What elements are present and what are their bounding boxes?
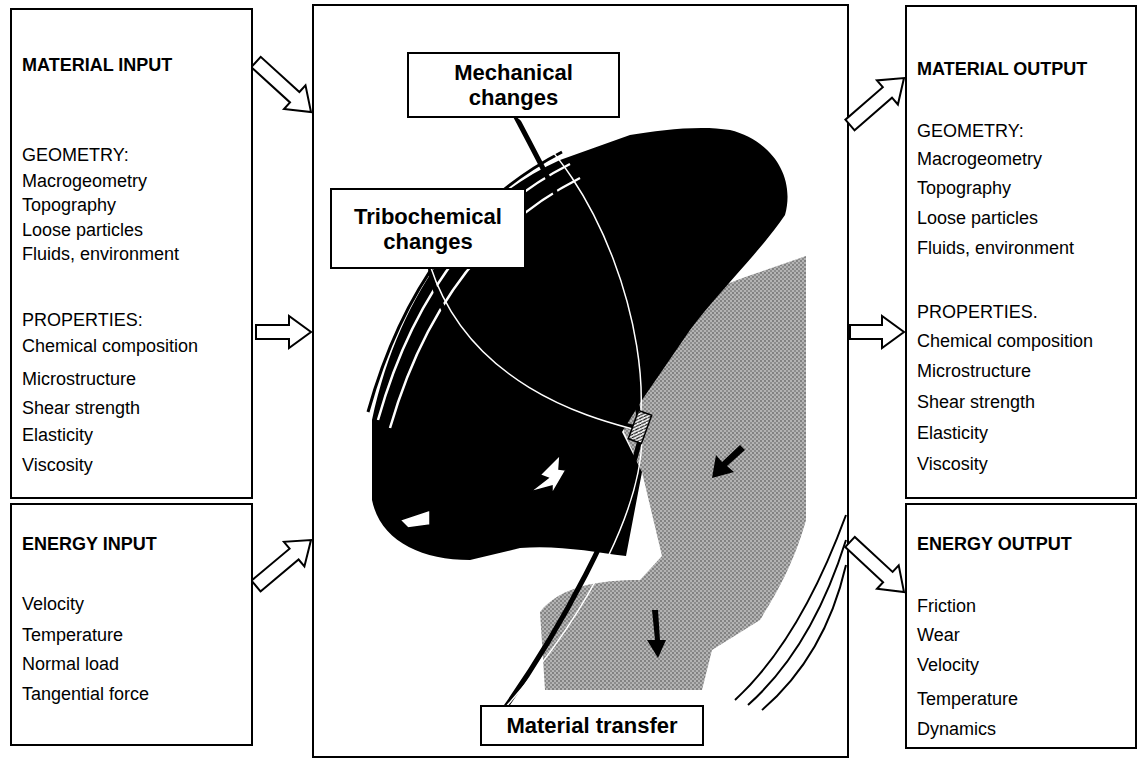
output-box: MATERIAL OUTPUT GEOMETRY: MacrogeometryTop… [905,5,1137,499]
list-item: Normal load [22,653,119,675]
list-item: PROPERTIES: [22,309,143,331]
flow-arrow [845,537,904,592]
list-item: PROPERTIES. [917,301,1038,323]
list-item: Microstructure [22,368,136,390]
list-item: Viscosity [917,453,988,475]
flow-arrow [251,57,311,112]
list-item: Fluids, environment [917,237,1074,259]
process-title: Tribochemical changes [343,204,513,254]
list-item: Chemical composition [22,335,198,357]
list-item: Friction [917,595,976,617]
list-item: Elasticity [917,422,988,444]
flow-arrow [252,540,312,591]
list-item: Loose particles [22,219,143,241]
process-label: Tribochemical changes [330,188,526,269]
list-item: Tangential force [22,683,149,705]
list-item: Shear strength [917,391,1035,413]
list-item: Elasticity [22,424,93,446]
list-item: Temperature [917,688,1018,710]
list-item: GEOMETRY: [917,120,1024,142]
list-item: Fluids, environment [22,243,179,265]
output-box: ENERGY OUTPUT FrictionWearVelocityTempera… [905,503,1137,749]
input-box: MATERIAL INPUT GEOMETRY: MacrogeometryTopo… [10,8,253,499]
process-title: Mechanical changes [434,60,594,110]
list-item: Topography [917,177,1011,199]
list-item: Chemical composition [917,330,1093,352]
box-heading: MATERIAL INPUT [22,54,172,76]
list-item: Viscosity [22,454,93,476]
list-item: Macrogeometry [917,148,1042,170]
list-item: Topography [22,194,116,216]
flow-arrow [845,78,904,130]
list-item: Macrogeometry [22,170,147,192]
contact-zone [628,411,651,444]
process-label: Material transfer [480,705,704,746]
list-item: GEOMETRY: [22,144,129,166]
list-item: Dynamics [917,718,996,740]
process-label: Mechanical changes [407,52,620,118]
box-heading: ENERGY OUTPUT [917,533,1072,555]
list-item: Velocity [917,654,979,676]
list-item: Wear [917,624,960,646]
list-item: Velocity [22,593,84,615]
flow-arrow [256,316,311,348]
box-heading: ENERGY INPUT [22,533,157,555]
process-title: Material transfer [506,713,677,738]
list-item: Shear strength [22,397,140,419]
input-box: ENERGY INPUT VelocityTemperatureNormal lo… [10,503,253,746]
list-item: Temperature [22,624,123,646]
box-heading: MATERIAL OUTPUT [917,58,1087,80]
list-item: Microstructure [917,360,1031,382]
system-frame [313,5,848,757]
flow-arrow [850,316,904,348]
list-item: Loose particles [917,207,1038,229]
